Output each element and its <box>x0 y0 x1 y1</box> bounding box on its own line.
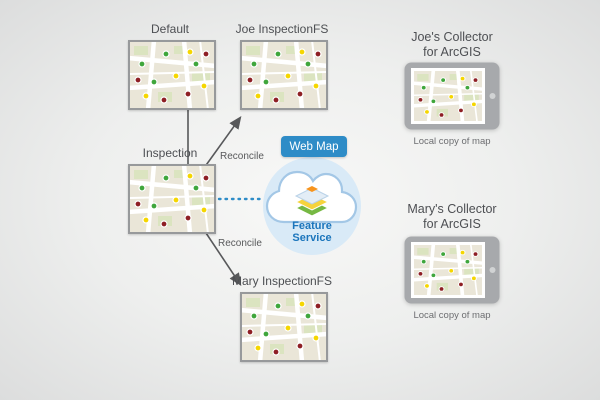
inspection-map-thumbnail <box>128 164 216 234</box>
cloud-icon <box>263 157 361 255</box>
mary-collector-title: Mary's Collector for ArcGIS <box>392 202 512 232</box>
default-label: Default <box>150 22 190 36</box>
joe-local-copy-caption: Local copy of map <box>413 136 491 147</box>
feature-service-layers-icon <box>294 186 330 217</box>
joe-fs-label: Joe InspectionFS <box>235 22 329 36</box>
joe-fs-map-thumbnail <box>240 40 328 110</box>
home-button-icon <box>489 93 496 99</box>
feature-service-line2: Service <box>292 232 332 244</box>
mary-fs-label: Mary InspectionFS <box>231 274 333 288</box>
feature-service-line1: Feature <box>292 220 332 232</box>
mary-local-copy-caption: Local copy of map <box>413 310 491 321</box>
reconcile-label-bottom: Reconcile <box>218 238 262 249</box>
joe-tablet-icon <box>404 62 500 130</box>
mary-collector-title-line1: Mary's Collector <box>407 202 497 216</box>
feature-service-label: Feature Service <box>262 220 362 244</box>
web-map-badge: Web Map <box>281 136 347 157</box>
home-button-icon <box>489 267 496 273</box>
inspection-label: Inspection <box>142 146 198 160</box>
default-map-thumbnail <box>128 40 216 110</box>
mary-fs-map-thumbnail <box>240 292 328 362</box>
reconcile-label-top: Reconcile <box>220 151 264 162</box>
joe-collector-title-line2: for ArcGIS <box>423 45 481 59</box>
joe-collector-title-line1: Joe's Collector <box>411 30 493 44</box>
mary-collector-title-line2: for ArcGIS <box>423 217 481 231</box>
mary-tablet-icon <box>404 236 500 304</box>
joe-collector-title: Joe's Collector for ArcGIS <box>392 30 512 60</box>
